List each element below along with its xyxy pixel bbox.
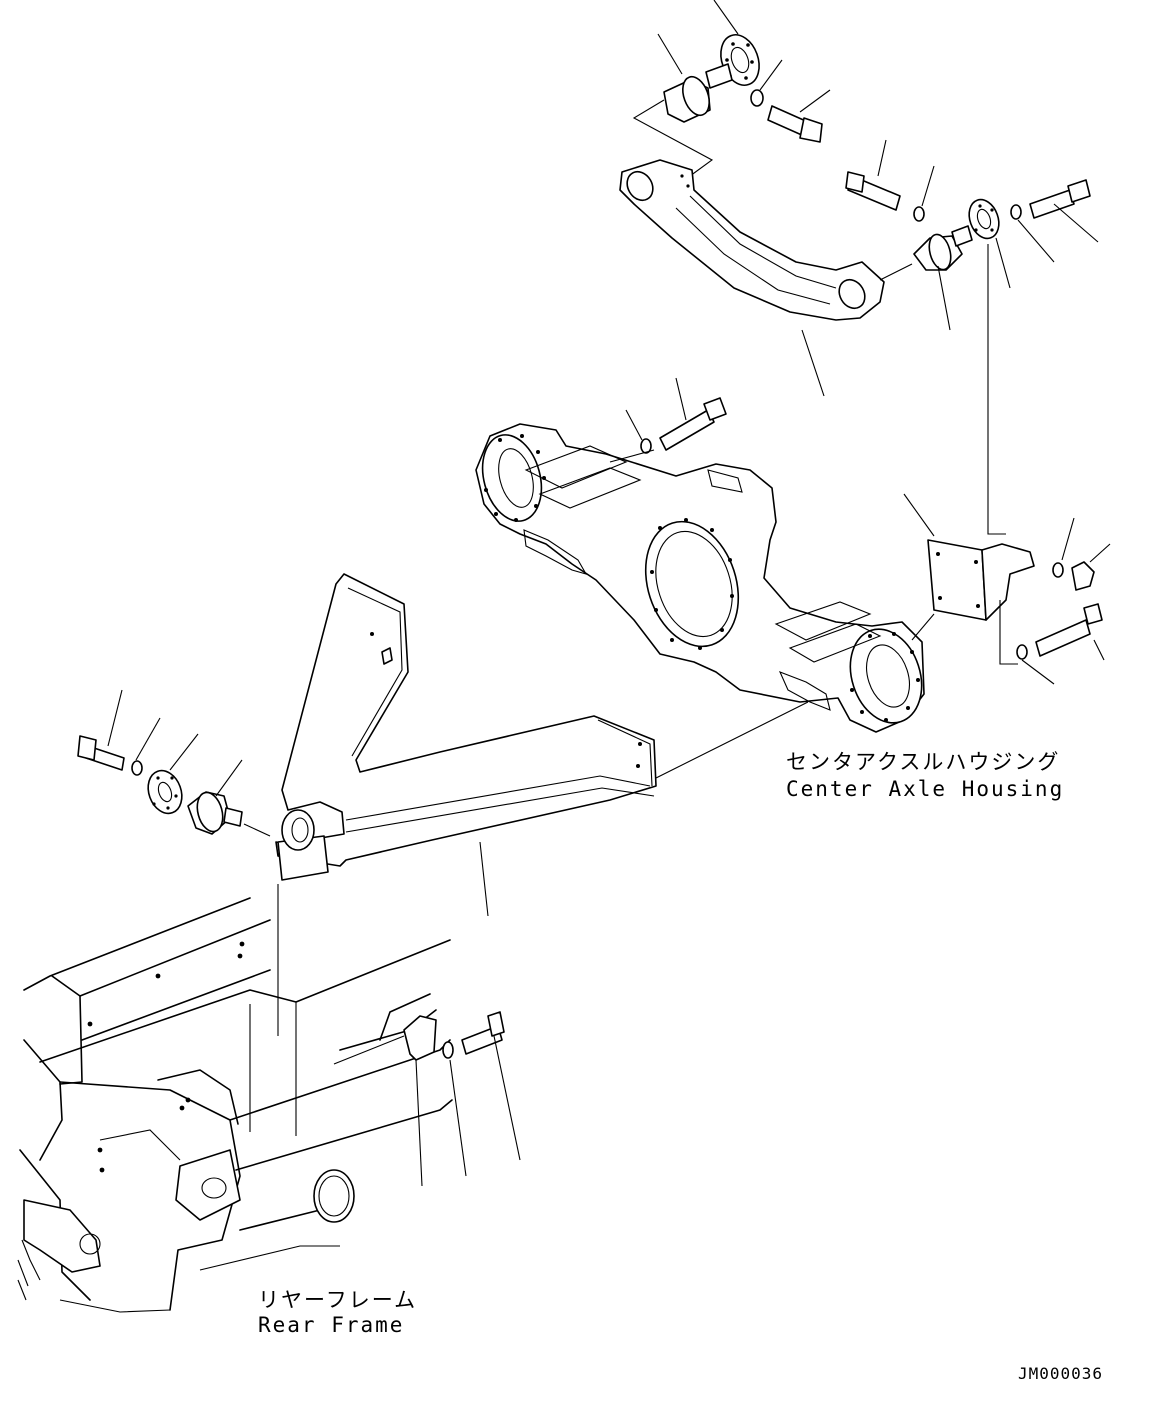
axle-right-flange <box>849 628 923 724</box>
drawing-code: JM000036 <box>1018 1364 1104 1383</box>
bracket-nut <box>1071 561 1095 591</box>
top-bushing-assembly <box>632 0 831 177</box>
rear-frame-clip <box>403 1015 437 1061</box>
left-gasket-plate <box>147 769 183 815</box>
right-bushing-assembly <box>845 139 1099 535</box>
center-axle-housing-label-en: Center Axle Housing <box>786 777 1065 801</box>
center-axle-housing <box>475 377 925 733</box>
right-far-bolt <box>1029 189 1075 219</box>
right-bracket <box>903 493 1111 685</box>
rear-frame-pivot <box>23 1199 101 1273</box>
bracket-plate <box>927 539 987 621</box>
rear-frame <box>17 897 521 1313</box>
a-frame <box>275 573 809 917</box>
rear-frame-port <box>313 1169 355 1223</box>
top-washer <box>750 89 764 107</box>
a-frame-pivot-hole <box>281 809 315 851</box>
left-bushing-assembly <box>77 689 279 1036</box>
center-axle-housing-label-jp: センタアクスルハウジング <box>786 750 1061 774</box>
bracket-bolt <box>1035 619 1091 657</box>
rear-frame-label-jp: リヤーフレーム <box>258 1288 418 1312</box>
rear-frame-label-en: Rear Frame <box>258 1313 405 1337</box>
axle-top-bolt <box>659 409 715 451</box>
torque-arm <box>619 159 913 397</box>
